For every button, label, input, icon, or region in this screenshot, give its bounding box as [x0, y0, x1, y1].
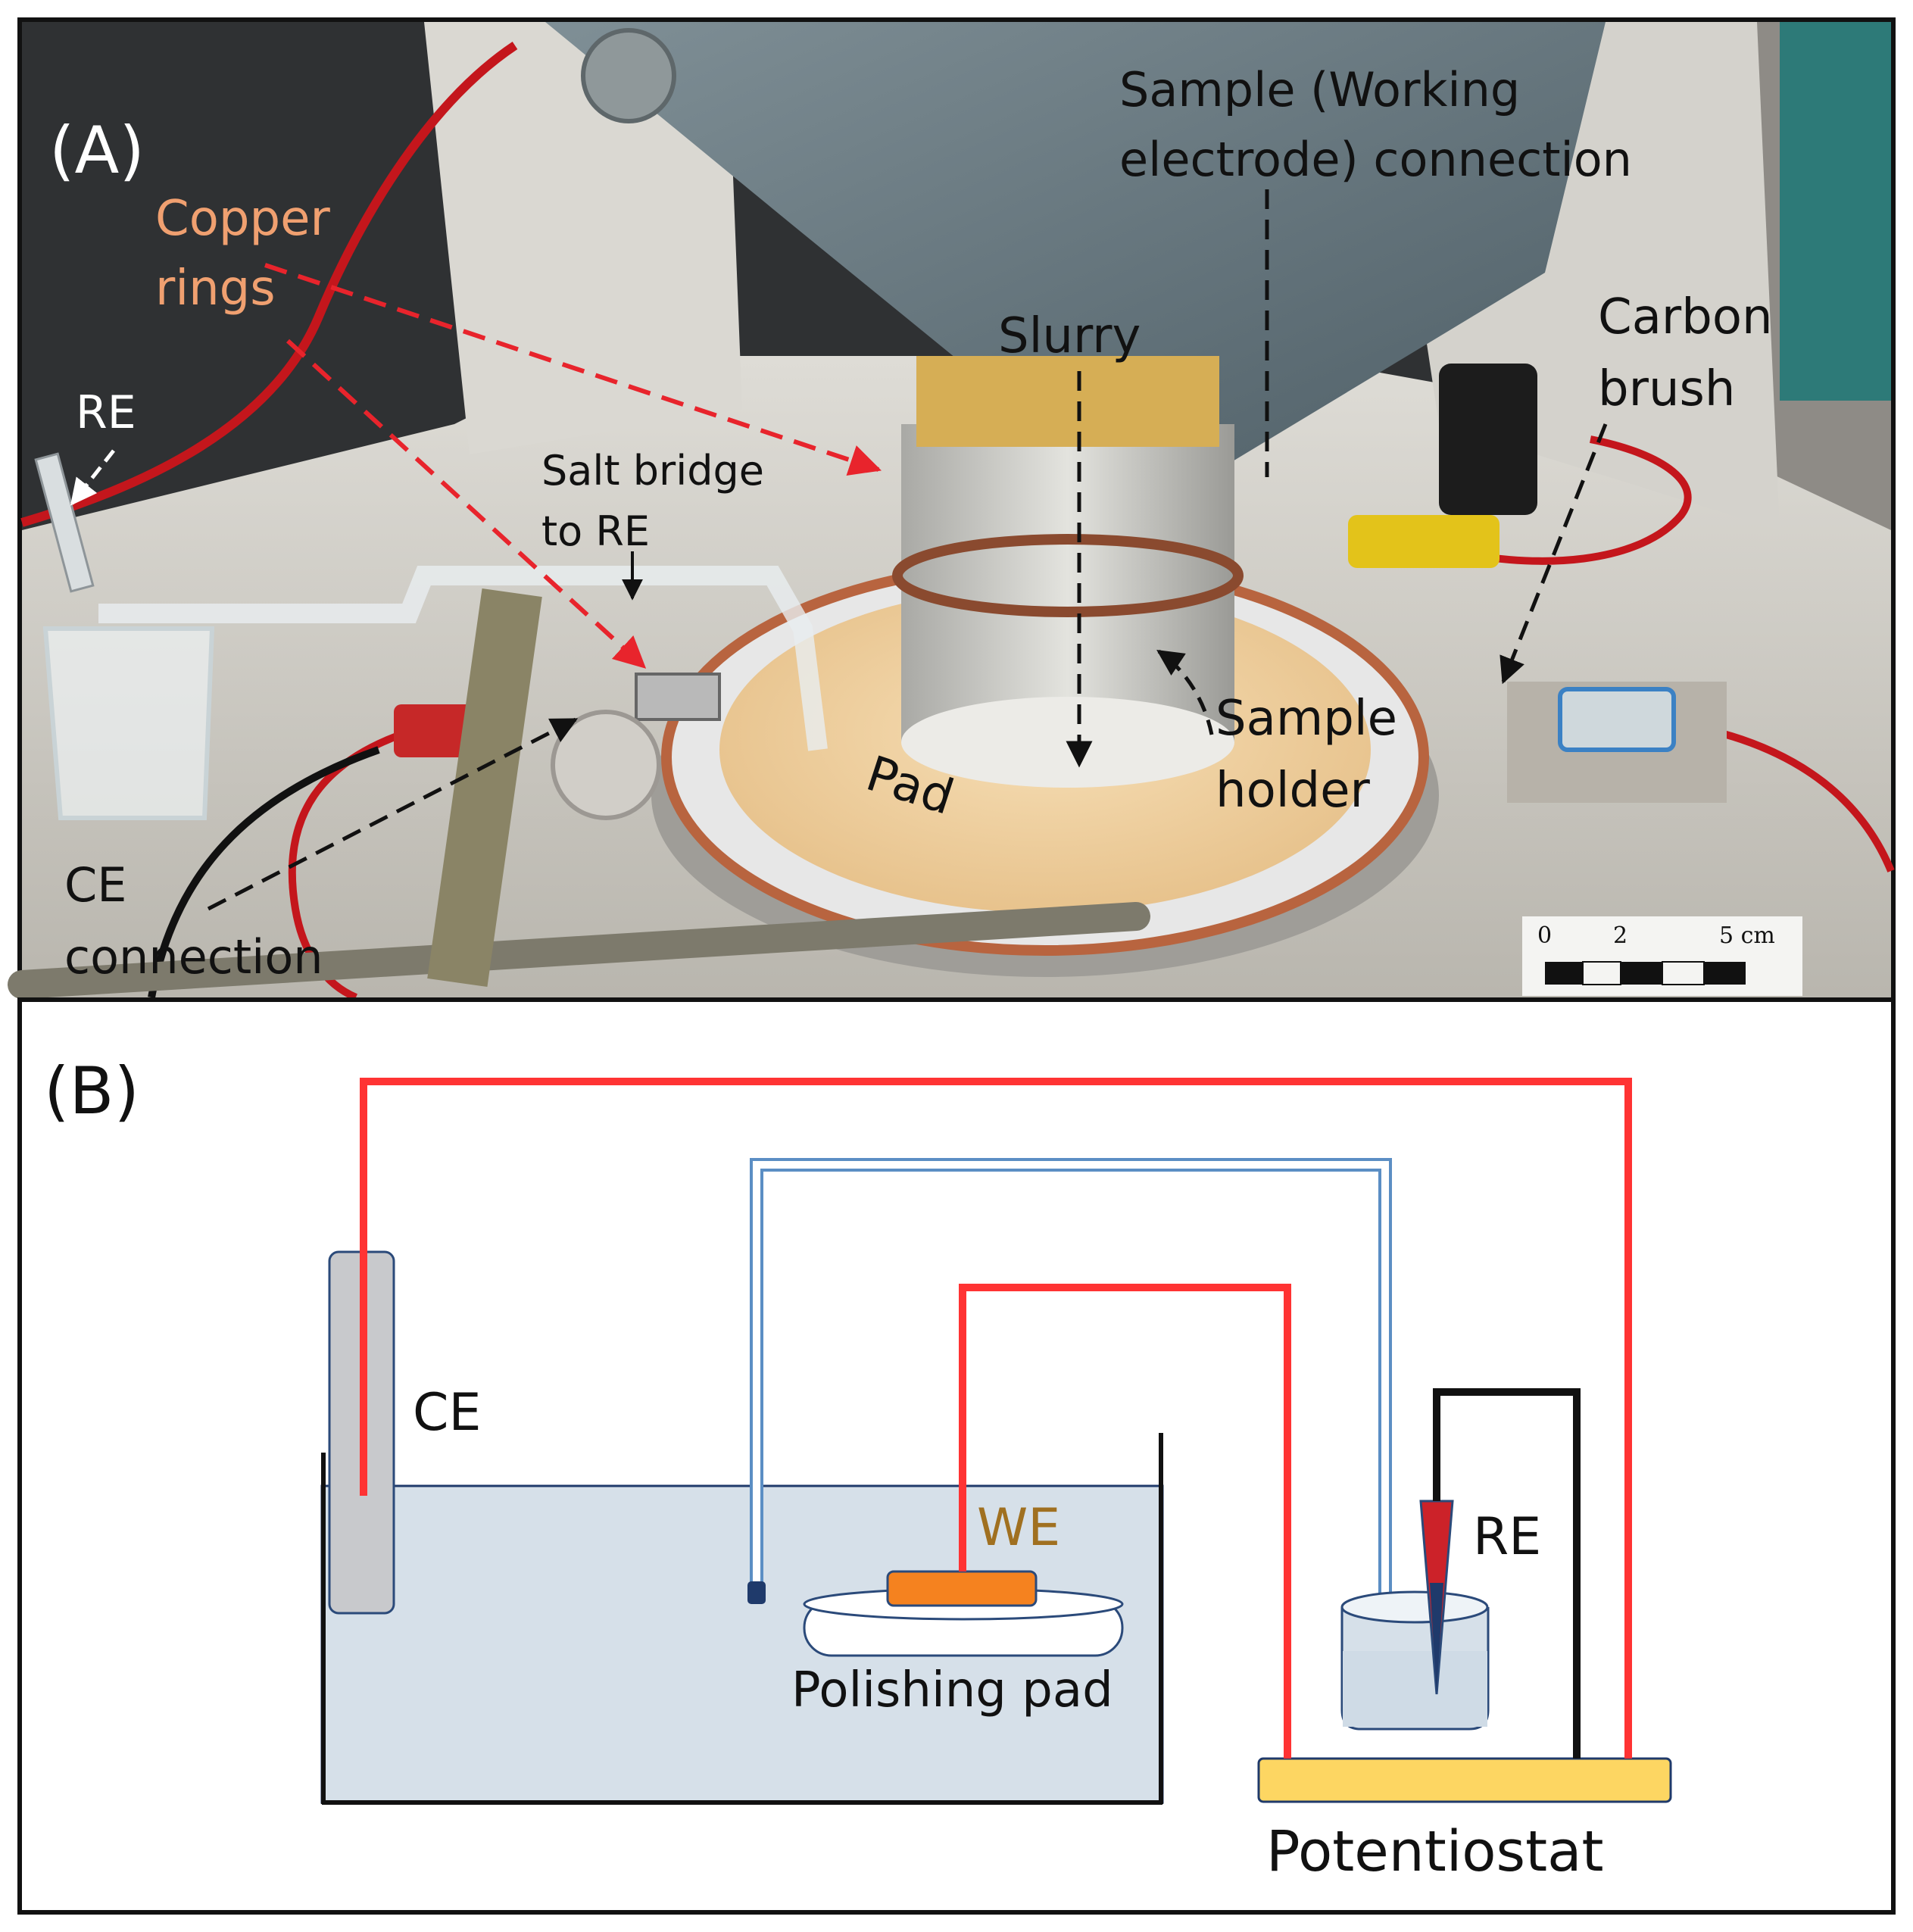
scale-bar-segment-1 — [1545, 962, 1583, 985]
ce-wire — [360, 1078, 1632, 1759]
sample-holder-body — [901, 424, 1234, 742]
panel-b-letter: (B) — [44, 1053, 139, 1129]
re-electrode — [34, 452, 95, 593]
copper-ring-holder — [892, 534, 1244, 617]
re-arrow — [70, 449, 115, 506]
re-label: RE — [76, 386, 136, 439]
panel-a-letter: (A) — [49, 113, 145, 189]
re-wire — [1433, 1388, 1581, 1759]
polishing-pad-label: Polishing pad — [791, 1662, 1113, 1718]
black-cable-ce — [148, 746, 380, 998]
red-cable-right — [1695, 723, 1895, 872]
we-label: WE — [977, 1498, 1060, 1558]
panel-a: 0 2 5 cm (A) Copper rings RE Salt bridge… — [8, 17, 1896, 1002]
we-connector-black — [1439, 364, 1537, 515]
sample-holder-label-1: Sample — [1216, 691, 1397, 747]
clamp-knob — [551, 710, 661, 820]
copper-arrow-1 — [264, 263, 882, 476]
sample-holder-yellow-band — [916, 356, 1219, 447]
polisher-arm — [545, 22, 1606, 492]
panel-b: (B) CE WE RE Polishing p — [17, 997, 1896, 1915]
clamp-holder — [427, 588, 542, 988]
re-beaker-rim — [1340, 1590, 1489, 1624]
arm-knob — [581, 28, 676, 123]
copper-rings-label-2: rings — [155, 261, 276, 317]
we-sample — [886, 1570, 1038, 1607]
ce-label: CE — [413, 1383, 481, 1443]
ce-clamp-block — [394, 704, 477, 757]
salt-bridge-tip — [747, 1581, 766, 1604]
re-electrode-tip — [1430, 1583, 1443, 1694]
copper-rings-label-1: Copper — [155, 191, 330, 247]
sample-holder-arrow — [1156, 649, 1214, 735]
salt-bridge-glass — [98, 566, 828, 751]
potentiostat — [1257, 1757, 1672, 1803]
ce-connection-label-2: connection — [64, 929, 323, 985]
scale-bar-segment-2 — [1582, 961, 1621, 985]
we-connector-yellow — [1348, 515, 1500, 568]
scale-label-0: 0 — [1537, 922, 1552, 949]
scale-bar-segment-5 — [1704, 962, 1746, 985]
scale-bar-segment-3 — [1621, 962, 1662, 985]
salt-bridge-tube-inner — [753, 1161, 1389, 1700]
salt-bridge-label-1: Salt bridge — [541, 447, 764, 495]
ce-arrow — [207, 717, 579, 911]
re-beaker-liquid — [1343, 1651, 1487, 1727]
ce-copper-tab — [635, 673, 721, 721]
beaker-re — [42, 626, 215, 820]
slurry-label: Slurry — [998, 308, 1141, 364]
lab-stand-rod — [8, 902, 1150, 999]
scale-label-5cm: 5 cm — [1719, 922, 1775, 949]
salt-bridge-label-2: to RE — [541, 507, 650, 555]
carbon-brush-arrow — [1500, 423, 1608, 685]
we-wire — [959, 1284, 1291, 1759]
teal-bottle — [1780, 22, 1891, 401]
scale-label-2: 2 — [1613, 922, 1627, 949]
potentiostat-label: Potentiostat — [1266, 1819, 1603, 1884]
red-cable-left — [20, 42, 518, 527]
carbon-brush-label-1: Carbon — [1598, 289, 1773, 345]
copper-arrow-2 — [286, 339, 647, 669]
carbon-brush-connector — [1558, 687, 1676, 752]
carbon-brush-label-2: brush — [1598, 361, 1735, 417]
red-cable-top-right — [1422, 435, 1692, 565]
sample-holder-label-2: holder — [1216, 763, 1371, 819]
sample-we-label-1: Sample (Working — [1119, 62, 1520, 117]
re-label: RE — [1473, 1507, 1541, 1567]
ce-connection-label-1: CE — [64, 857, 126, 913]
sample-we-label-2: electrode) connection — [1119, 132, 1632, 187]
scale-bar-segment-4 — [1662, 961, 1705, 985]
